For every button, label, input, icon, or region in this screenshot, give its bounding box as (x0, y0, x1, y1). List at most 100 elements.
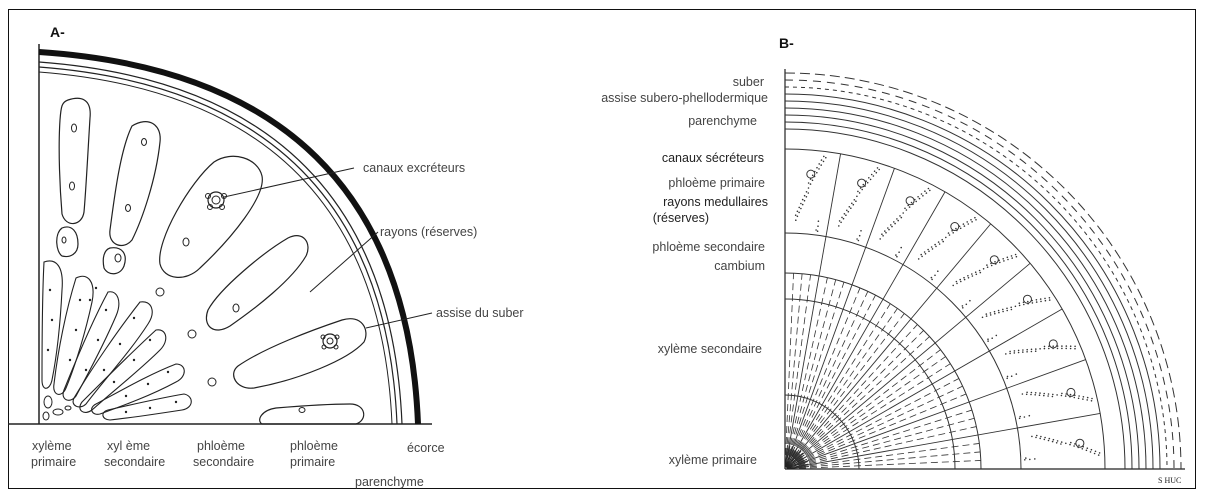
phloem-dot (816, 172, 818, 174)
xylem-stroke (798, 394, 966, 464)
phloem-dot (1091, 398, 1093, 400)
phloem-dot (928, 188, 930, 190)
phloem-dot (806, 196, 808, 198)
phloem-dot (1039, 392, 1041, 394)
phloem-dot (962, 305, 964, 307)
label-xyleme-primaire-1: xylème (32, 439, 72, 453)
phloem-dot (804, 200, 806, 202)
signature: S HUC (1158, 476, 1181, 485)
phloem-dot (969, 300, 971, 302)
phloem-dot (926, 192, 928, 194)
phloem-dot (894, 223, 896, 225)
phloem-dot (854, 199, 856, 201)
sector-7 (788, 167, 880, 456)
phloem-dot (806, 191, 808, 193)
phloem-dot (823, 156, 825, 158)
xylem-wedges (42, 261, 191, 420)
phloem-dot (1065, 348, 1067, 350)
phloem-dot (1057, 440, 1059, 442)
phloem-dot (1099, 452, 1101, 454)
phloem-dot (1049, 438, 1051, 440)
sector-line-7 (788, 168, 894, 459)
phloem-dot (986, 313, 988, 315)
phloem-dot (982, 317, 984, 319)
phloem-dot (843, 218, 845, 220)
phloem-dot (1035, 350, 1037, 352)
phloem-dot (1026, 349, 1028, 351)
phloem-dot (1007, 259, 1009, 261)
phloem-dot (917, 196, 919, 198)
phloem-dot (1070, 348, 1072, 350)
phloem-dot (941, 239, 943, 241)
label-rayons-reserves-b: (réserves) (653, 211, 709, 225)
phloem-dot (980, 272, 982, 274)
phloem-dot (839, 220, 841, 222)
phloem-dot (929, 190, 931, 192)
phloem-dot (817, 225, 819, 227)
phloem-dot (808, 192, 810, 194)
phloem-dot (1091, 400, 1093, 402)
phloem-dot (1061, 348, 1063, 350)
phloem-dot (983, 268, 985, 270)
phloem-dot (1052, 394, 1054, 396)
phloem-dot (1026, 392, 1028, 394)
phloem-dot (1070, 345, 1072, 347)
phloem-dot (1074, 346, 1076, 348)
phloem-dot (821, 159, 823, 161)
label-canaux-secreteurs: canaux sécréteurs (662, 151, 764, 165)
phloem-dot (1002, 258, 1004, 260)
label-parenchyme-a: parenchyme (355, 475, 424, 489)
phloem-dot (1087, 447, 1089, 449)
phloem-dot (998, 310, 1000, 312)
phloem-dot (1074, 397, 1076, 399)
phloem-dot (1011, 309, 1013, 311)
phloem-dot (1087, 397, 1089, 399)
phloem-dot (1082, 448, 1084, 450)
phloem-dot (986, 315, 988, 317)
phloem-dot (971, 221, 973, 223)
phloem-dot (925, 253, 927, 255)
phloem-dot (1019, 418, 1021, 420)
phloem-dot (1043, 393, 1045, 395)
phloem-dot (891, 226, 893, 228)
phloem-dot (879, 238, 881, 240)
phloem-dot (921, 256, 923, 258)
phloem-dot (996, 335, 998, 337)
xylem-stroke (793, 304, 891, 457)
phloem-dot (1027, 301, 1029, 303)
phloem-dot (846, 210, 848, 212)
phloem-dot (838, 225, 840, 227)
phloem-dot (1007, 257, 1009, 259)
phloem-dot (1035, 437, 1037, 439)
xylem-dots (47, 287, 177, 413)
phloem-dot (901, 217, 903, 219)
phloem-dot (1036, 301, 1038, 303)
phloem-dot (1070, 442, 1072, 444)
phloem-dot (1022, 393, 1024, 395)
phloem-dot (808, 187, 810, 189)
phloem-dot (975, 219, 977, 221)
phloem-dot (1031, 392, 1033, 394)
phloem-dot (931, 279, 933, 281)
suber-arc-1 (39, 62, 402, 424)
phloem-dot (949, 234, 951, 236)
label-phloeme-secondaire-b: phloème secondaire (652, 240, 765, 254)
phloem-dot (815, 229, 817, 231)
phloem-dot (1011, 255, 1013, 257)
xylem-stroke (787, 275, 811, 455)
label-cambium: cambium (714, 259, 765, 273)
phloem-dot (897, 220, 899, 222)
phloem-dot (870, 179, 872, 181)
suber-arc-3 (39, 72, 392, 424)
phloem-dot (1039, 348, 1041, 350)
phloem-dot (887, 227, 889, 229)
phloem-dot (966, 304, 968, 306)
phloem-dot (896, 218, 898, 220)
phloem-dot (859, 235, 861, 237)
phloem-dot (987, 338, 989, 340)
phloem-dot (911, 202, 913, 204)
phloem-dot (945, 237, 947, 239)
phloem-dot (1049, 297, 1051, 299)
phloem-dot (938, 241, 940, 243)
phloem-dot (818, 168, 820, 170)
